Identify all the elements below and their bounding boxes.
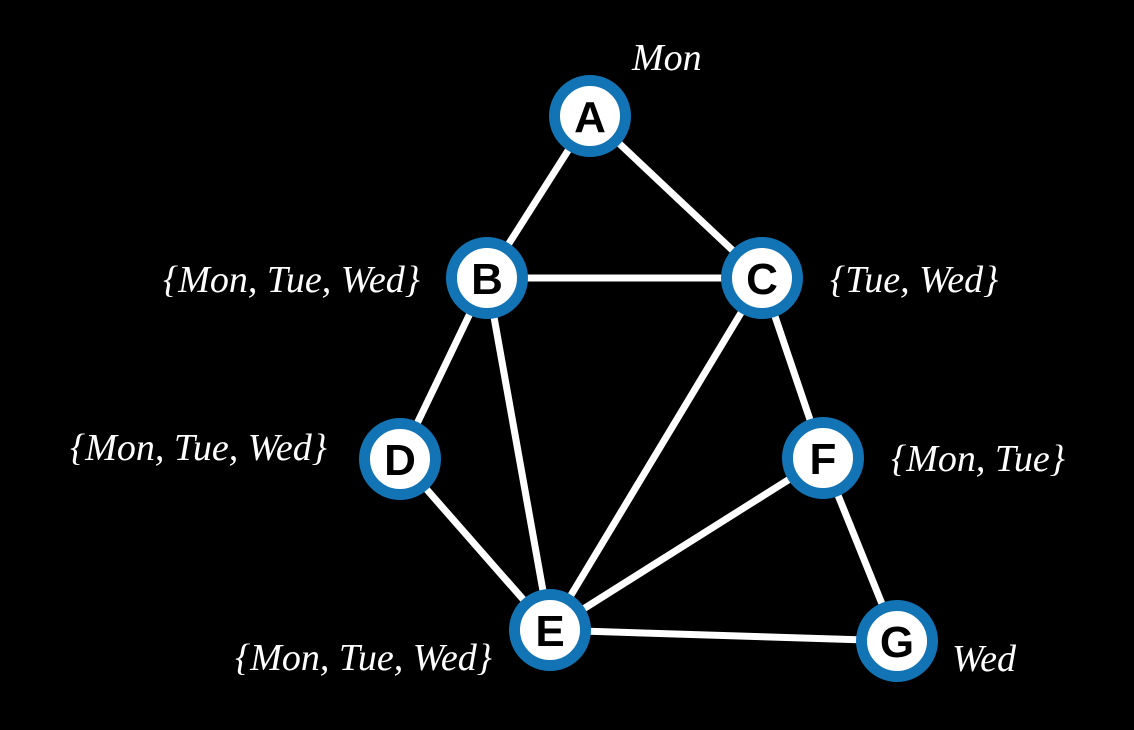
node-E-letter: E <box>535 607 564 656</box>
node-B-circle <box>446 237 528 319</box>
node-G-letter: G <box>880 618 914 667</box>
node-A-letter: A <box>574 93 606 142</box>
node-A-circle <box>549 75 631 157</box>
node-C-domain-label: {Tue, Wed} <box>830 259 998 301</box>
edge-C-E <box>547 276 765 632</box>
node-A-domain-label: Mon <box>631 37 702 79</box>
node-D-circle <box>359 418 441 500</box>
edge-E-G <box>549 626 898 645</box>
node-G-domain-label: Wed <box>952 638 1017 680</box>
node-E-circle <box>509 589 591 671</box>
node-F: F {Mon, Tue} <box>782 417 1065 499</box>
node-G: G Wed <box>856 600 1017 682</box>
node-A: A Mon <box>549 37 702 157</box>
edge-B-E <box>483 277 554 631</box>
node-E: E {Mon, Tue, Wed} <box>235 589 591 679</box>
node-G-circle <box>856 600 938 682</box>
node-D-domain-label: {Mon, Tue, Wed} <box>70 427 327 469</box>
node-D: D {Mon, Tue, Wed} <box>70 418 441 500</box>
node-C: C {Tue, Wed} <box>721 237 998 319</box>
node-C-letter: C <box>746 255 778 304</box>
node-B-domain-label: {Mon, Tue, Wed} <box>163 259 420 301</box>
node-F-domain-label: {Mon, Tue} <box>891 438 1065 480</box>
edges-layer <box>396 113 901 645</box>
node-F-letter: F <box>810 435 837 484</box>
node-B-letter: B <box>471 255 503 304</box>
node-F-circle <box>782 417 864 499</box>
edge-E-F <box>548 455 825 633</box>
node-D-letter: D <box>384 436 416 485</box>
node-B: B {Mon, Tue, Wed} <box>163 237 528 319</box>
node-C-circle <box>721 237 803 319</box>
node-E-domain-label: {Mon, Tue, Wed} <box>235 637 492 679</box>
